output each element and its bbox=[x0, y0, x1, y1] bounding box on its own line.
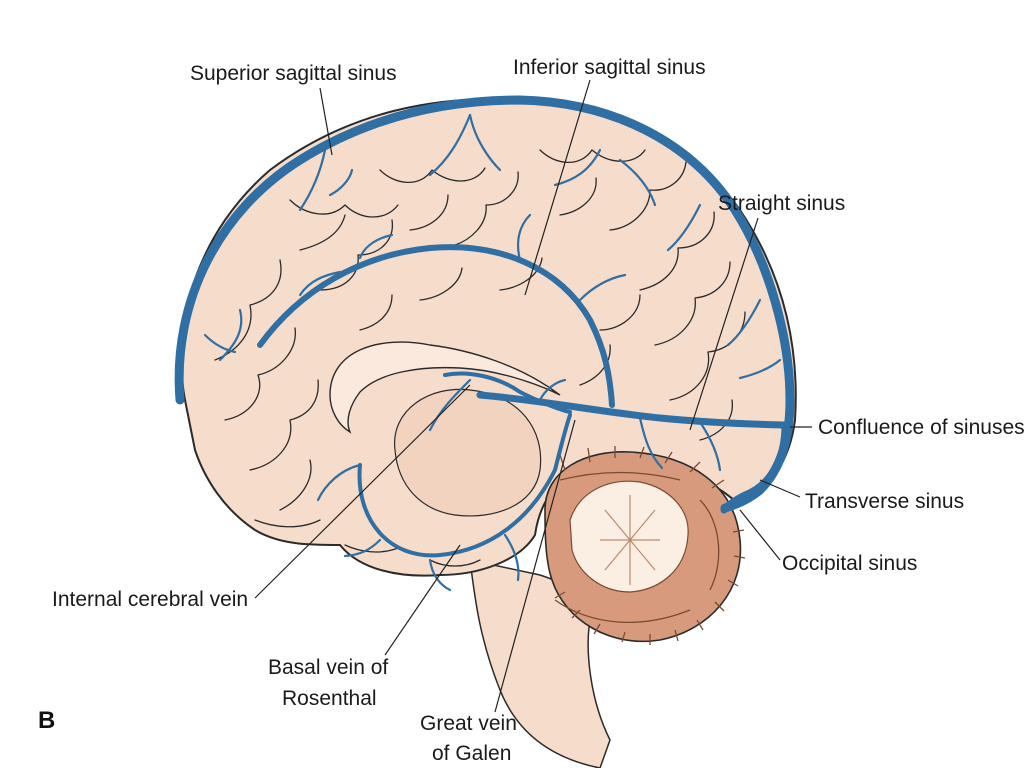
leader-superior-sagittal-sinus bbox=[319, 87, 333, 156]
label-basal-vein-line1: Basal vein of bbox=[268, 656, 388, 679]
leader-basal-vein bbox=[384, 544, 461, 656]
leader-inferior-sagittal-sinus bbox=[524, 79, 591, 296]
corpus-callosum bbox=[329, 341, 561, 434]
cerebellum bbox=[544, 446, 746, 645]
thalamus bbox=[394, 388, 542, 517]
transverse-sinus-vessel bbox=[720, 421, 789, 514]
leader-transverse-sinus bbox=[759, 479, 801, 498]
inferior-sagittal-sinus-vessel bbox=[257, 244, 615, 408]
label-superior-sagittal-sinus: Superior sagittal sinus bbox=[190, 62, 397, 85]
label-great-vein-line2: of Galen bbox=[432, 742, 511, 765]
venous-sinuses bbox=[174, 95, 795, 592]
labels: Superior sagittal sinus Inferior sagitta… bbox=[38, 56, 1024, 765]
basal-vein-vessel bbox=[357, 413, 572, 558]
label-occipital-sinus: Occipital sinus bbox=[782, 552, 917, 575]
leader-internal-cerebral-vein bbox=[254, 384, 471, 599]
label-inferior-sagittal-sinus: Inferior sagittal sinus bbox=[513, 56, 706, 79]
label-basal-vein-line2: Rosenthal bbox=[282, 687, 377, 710]
internal-cerebral-vein-vessel bbox=[443, 371, 572, 414]
leader-great-vein-of-galen bbox=[494, 419, 576, 713]
label-straight-sinus: Straight sinus bbox=[718, 192, 845, 215]
leader-occipital-sinus bbox=[739, 509, 781, 561]
label-great-vein-line1: Great vein bbox=[420, 712, 517, 735]
label-transverse-sinus: Transverse sinus bbox=[805, 490, 964, 513]
panel-letter: B bbox=[38, 707, 55, 734]
label-confluence-of-sinuses: Confluence of sinuses bbox=[818, 416, 1024, 439]
leader-lines bbox=[254, 79, 812, 713]
straight-sinus-vessel bbox=[476, 391, 789, 429]
cerebral-gyri bbox=[214, 149, 746, 567]
label-internal-cerebral-vein: Internal cerebral vein bbox=[52, 588, 248, 611]
leader-straight-sinus bbox=[689, 217, 759, 431]
